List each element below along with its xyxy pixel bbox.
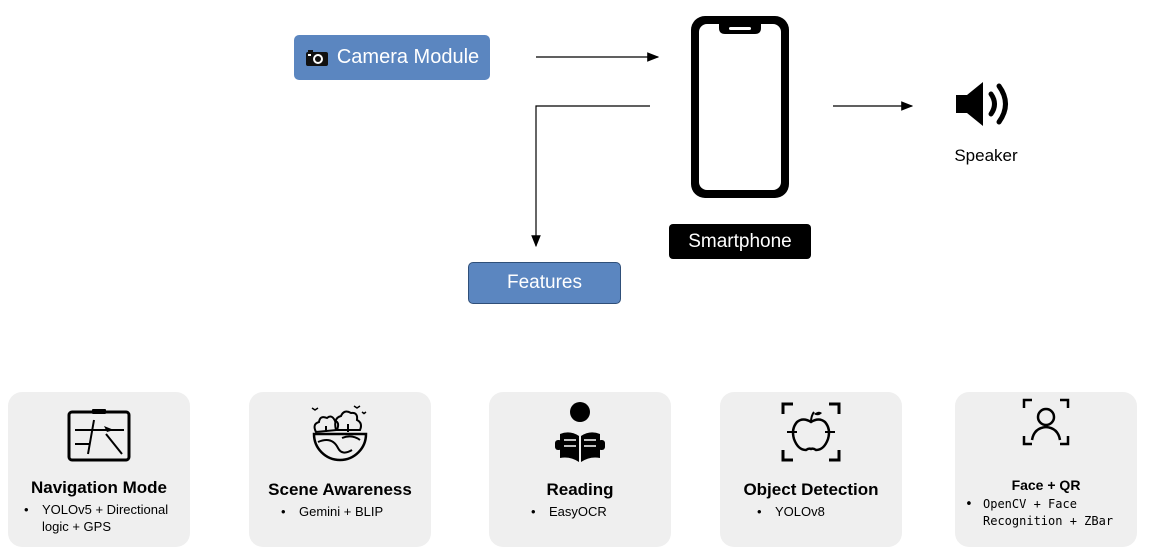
card-title: Scene Awareness <box>268 480 412 499</box>
card-face-qr: Face + QR OpenCV + Face Recognition + ZB… <box>955 392 1137 547</box>
phone-to-features-arrow <box>531 105 650 248</box>
face-scan-icon <box>1022 398 1070 451</box>
card-reading: Reading EasyOCR <box>489 392 671 547</box>
features-label: Features <box>507 272 582 293</box>
card-title: Object Detection <box>743 480 879 499</box>
card-title: Navigation Mode <box>30 478 167 497</box>
card-bullet: EasyOCR <box>527 503 669 520</box>
card-navigation-mode: Navigation Mode YOLOv5 + Directional log… <box>8 392 190 547</box>
card-bullet: Gemini + BLIP <box>277 503 439 520</box>
card-bullet: YOLOv5 + Directional logic + GPS <box>20 501 192 535</box>
smartphone-label-box: Smartphone <box>669 224 811 259</box>
camera-module-box: Camera Module <box>294 35 490 80</box>
card-title: Reading <box>546 480 614 499</box>
camera-module-label: Camera Module <box>336 46 480 68</box>
card-scene-awareness: Scene Awareness Gemini + BLIP <box>249 392 431 547</box>
map-navigation-icon <box>66 408 132 469</box>
card-bullet: OpenCV + Face Recognition + ZBar <box>961 496 1153 530</box>
card-object-detection: Object Detection YOLOv8 <box>720 392 902 547</box>
speaker-label: Speaker <box>954 146 1018 165</box>
features-box: Features <box>468 262 621 304</box>
landscape-scene-icon <box>308 402 372 469</box>
smartphone-label: Smartphone <box>688 230 792 252</box>
smartphone-icon <box>689 14 791 200</box>
card-bullet: YOLOv8 <box>753 503 895 520</box>
card-title: Face + QR <box>1011 477 1081 493</box>
apple-detection-icon <box>781 402 841 467</box>
person-reading-icon <box>552 400 608 469</box>
speaker-icon <box>953 78 1017 130</box>
camera-icon <box>305 49 329 67</box>
